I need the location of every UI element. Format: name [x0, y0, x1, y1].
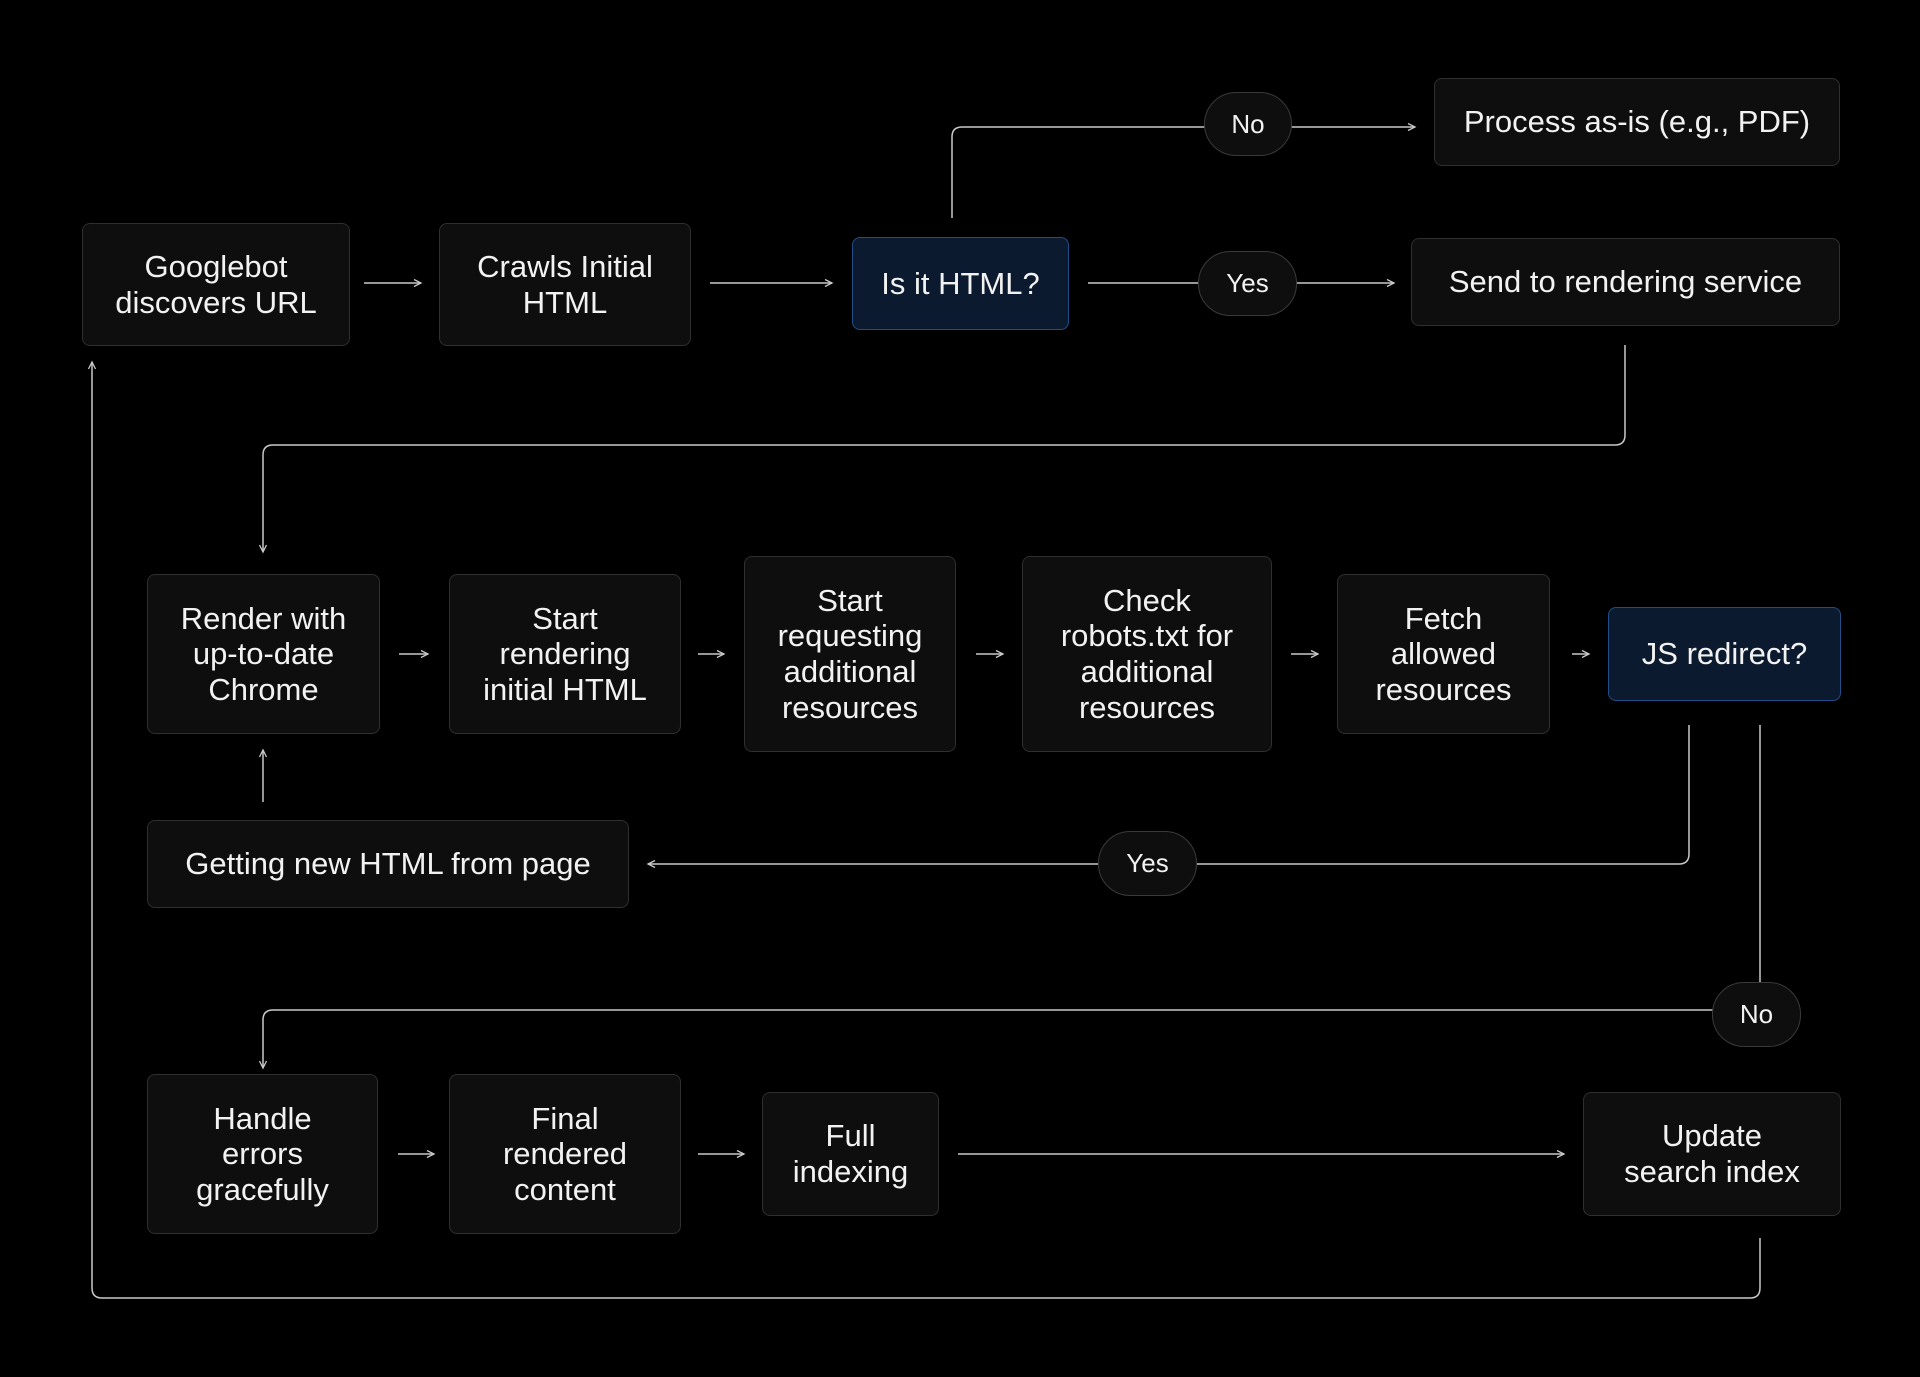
edge-label-redirect-no: No	[1712, 982, 1801, 1047]
edge-update-loop-to-discover	[87, 360, 1761, 1299]
node-fetch-allowed-resources: Fetch allowed resources	[1337, 574, 1550, 734]
edge-label-html-no: No	[1204, 92, 1292, 156]
node-getting-new-html: Getting new HTML from page	[147, 820, 629, 908]
node-crawls-initial-html: Crawls Initial HTML	[439, 223, 691, 346]
node-check-robots-txt: Check robots.txt for additional resource…	[1022, 556, 1272, 752]
edge-label-html-yes: Yes	[1198, 251, 1297, 316]
node-googlebot-discovers-url: Googlebot discovers URL	[82, 223, 350, 346]
node-send-to-rendering-service: Send to rendering service	[1411, 238, 1840, 326]
node-update-search-index: Update search index	[1583, 1092, 1841, 1216]
node-render-with-chrome: Render with up-to-date Chrome	[147, 574, 380, 734]
edge-redirect-yes-to-new-html	[646, 725, 1690, 869]
edge-send-to-render	[258, 345, 1626, 554]
node-start-requesting-resources: Start requesting additional resources	[744, 556, 956, 752]
node-process-as-is: Process as-is (e.g., PDF)	[1434, 78, 1840, 166]
node-start-rendering-initial-html: Start rendering initial HTML	[449, 574, 681, 734]
node-final-rendered-content: Final rendered content	[449, 1074, 681, 1234]
node-is-it-html-decision: Is it HTML?	[852, 237, 1069, 330]
node-js-redirect-decision: JS redirect?	[1608, 607, 1841, 701]
edge-decision-no-to-process	[951, 122, 1417, 218]
edge-label-redirect-yes: Yes	[1098, 831, 1197, 896]
node-full-indexing: Full indexing	[762, 1092, 939, 1216]
edge-redirect-no-to-handle	[258, 725, 1761, 1070]
node-handle-errors-gracefully: Handle errors gracefully	[147, 1074, 378, 1234]
